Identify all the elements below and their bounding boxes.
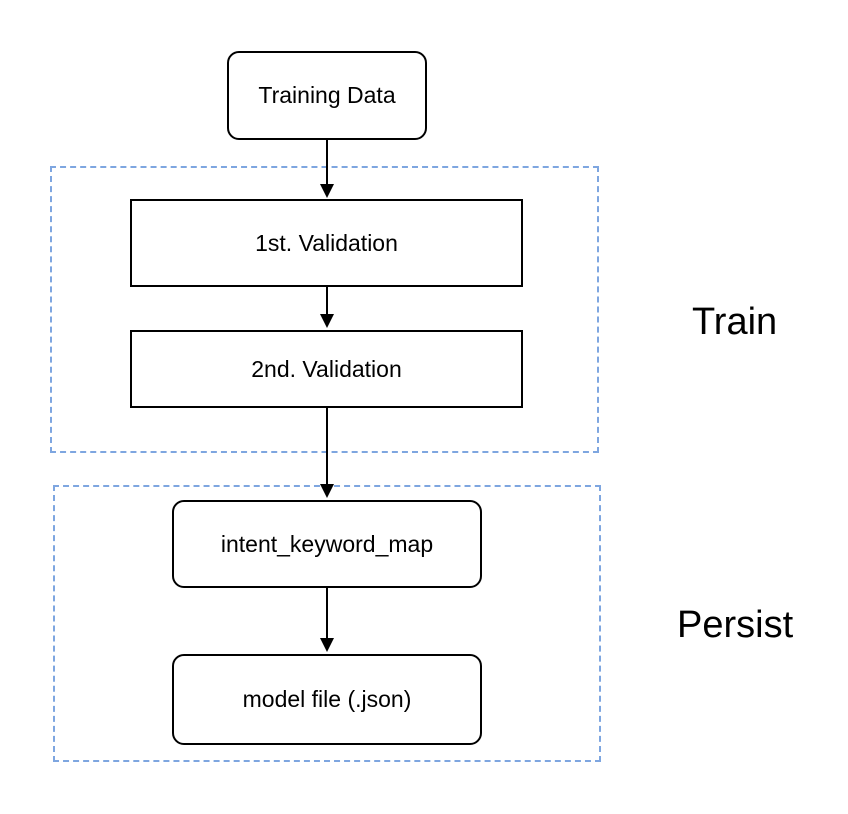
arrow-training-data-to-first-validation xyxy=(326,140,328,186)
training-data-node: Training Data xyxy=(227,51,427,140)
first-validation-node: 1st. Validation xyxy=(130,199,523,287)
model-file-node: model file (.json) xyxy=(172,654,482,745)
arrow-second-validation-to-intent-keyword-map xyxy=(326,408,328,486)
train-group-container xyxy=(50,166,599,453)
train-group-label: Train xyxy=(692,301,778,343)
second-validation-node: 2nd. Validation xyxy=(130,330,523,408)
training-data-node-label: Training Data xyxy=(258,82,396,108)
arrow-first-validation-to-second-validation xyxy=(326,287,328,316)
second-validation-node-label: 2nd. Validation xyxy=(251,355,402,382)
first-validation-node-label: 1st. Validation xyxy=(255,229,398,256)
intent-keyword-map-node-label: intent_keyword_map xyxy=(220,530,434,557)
arrow-intent-keyword-map-to-model-file xyxy=(326,588,328,640)
arrowhead-icon xyxy=(320,184,334,198)
persist-group-label: Persist xyxy=(677,604,794,646)
arrowhead-icon xyxy=(320,484,334,498)
model-file-node-label: model file (.json) xyxy=(242,686,412,712)
arrowhead-icon xyxy=(320,314,334,328)
arrowhead-icon xyxy=(320,638,334,652)
intent-keyword-map-node: intent_keyword_map xyxy=(172,500,482,588)
